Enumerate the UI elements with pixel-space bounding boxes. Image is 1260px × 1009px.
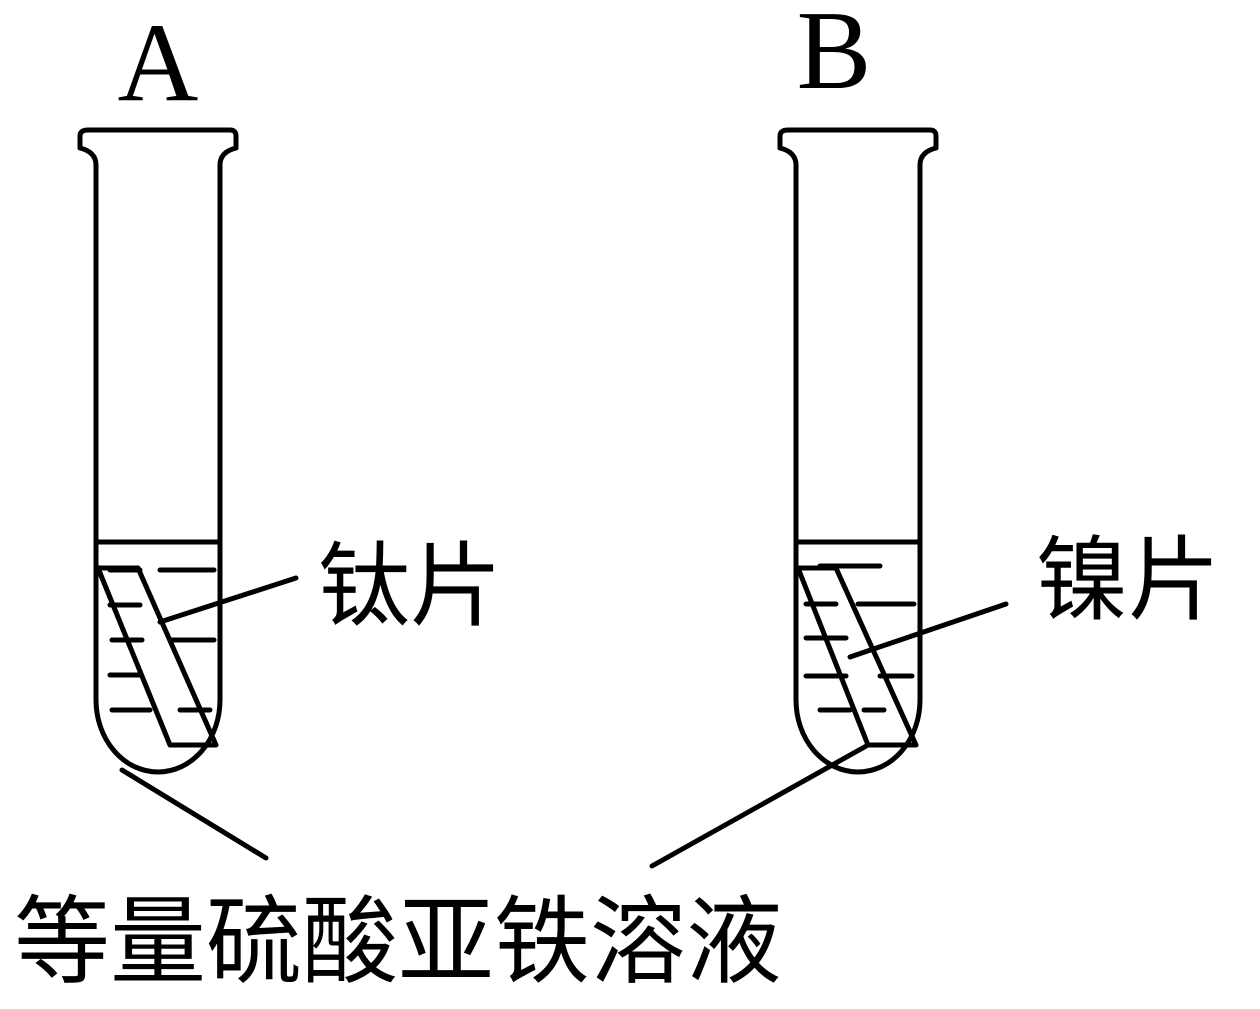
tube-b-solution-leader — [649, 742, 871, 869]
tube-a-solution-leader — [119, 767, 269, 861]
titanium-leader-line — [157, 575, 299, 625]
tube-b-label: B — [797, 0, 872, 113]
nickel-leader-line — [847, 601, 1009, 660]
test-tube-a: A 钛片 — [77, 1, 502, 861]
tube-a-outline — [77, 127, 239, 775]
test-tube-b: B 镍片 — [649, 0, 1220, 869]
nickel-label: 镍片 — [1036, 527, 1220, 634]
nickel-strip — [795, 565, 919, 748]
tube-b-liquid-dashes — [803, 563, 917, 713]
solution-label: 等量硫酸亚铁溶液 — [14, 886, 782, 998]
titanium-strip — [95, 565, 219, 748]
tube-a-label: A — [118, 1, 199, 125]
titanium-label: 钛片 — [318, 533, 502, 640]
